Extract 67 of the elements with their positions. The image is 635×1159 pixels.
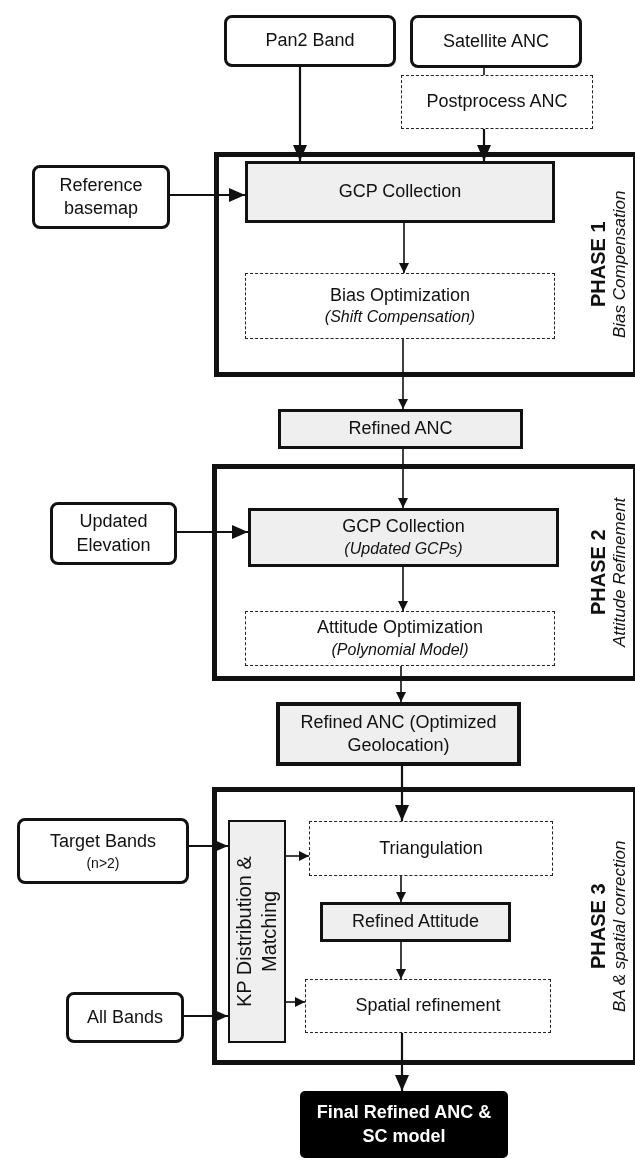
input-box — [32, 165, 170, 229]
process-box — [305, 979, 551, 1033]
node-sublabel: (Updated GCPs) — [344, 538, 463, 559]
node-label: Target Bands — [49, 830, 157, 854]
phase-subtitle: Attitude Refinement — [610, 497, 630, 648]
node-label: Refined ANC (Optimized Geolocation) — [299, 710, 498, 757]
arrow — [395, 766, 409, 821]
arrow — [293, 67, 307, 161]
process-box — [248, 508, 559, 567]
node-label: Bias Optimization — [329, 283, 471, 307]
node-label: GCP Collection — [338, 180, 462, 204]
node-label: Postprocess ANC — [426, 90, 568, 114]
input-box — [50, 502, 177, 565]
phase-title: PHASE 1 — [587, 221, 611, 308]
process-box — [320, 902, 511, 942]
arrow — [399, 222, 409, 274]
node-label: KP Distribution & Matching — [232, 855, 281, 1009]
node-label: Spatial refinement — [355, 994, 501, 1018]
node-label: Updated Elevation — [75, 510, 152, 557]
arrow — [189, 839, 228, 853]
arrow — [184, 1009, 228, 1023]
node-label: Pan2 Band — [265, 29, 355, 53]
phase-title: PHASE 3 — [587, 883, 611, 969]
arrow — [396, 875, 406, 903]
node-label: Attitude Optimization — [316, 616, 484, 640]
phase-panel — [212, 464, 635, 681]
output-box — [300, 1091, 508, 1158]
phase-panel — [212, 787, 635, 1065]
connector-line — [483, 67, 485, 76]
process-box — [401, 75, 593, 129]
arrow — [396, 665, 406, 703]
node-label: Final Refined ANC & SC model — [315, 1101, 493, 1148]
node-label: Refined Attitude — [351, 910, 480, 934]
arrow — [170, 188, 245, 202]
input-box — [66, 992, 184, 1043]
output-box — [276, 702, 521, 766]
arrow — [177, 525, 248, 539]
arrow — [398, 566, 408, 612]
input-box — [17, 818, 189, 884]
process-box — [245, 611, 555, 666]
process-box — [309, 821, 553, 876]
node-label: Triangulation — [379, 836, 483, 860]
phase-subtitle: Bias Compensation — [610, 190, 630, 339]
process-box — [278, 409, 523, 449]
input-box — [224, 15, 396, 67]
arrow — [285, 997, 306, 1007]
input-box — [410, 15, 582, 68]
phase-title: PHASE 2 — [587, 529, 611, 616]
arrow — [398, 338, 408, 410]
node-label: All Bands — [86, 1005, 163, 1029]
node-sublabel: (n>2) — [86, 853, 120, 872]
arrow — [398, 448, 408, 509]
node-label: Satellite ANC — [442, 29, 550, 53]
phase-subtitle: BA & spatial correction — [610, 840, 630, 1012]
phase-panel — [214, 152, 635, 377]
process-box — [228, 820, 286, 1043]
node-label: Reference basemap — [58, 173, 144, 220]
arrow — [396, 941, 406, 980]
process-box — [245, 273, 555, 339]
node-label: GCP Collection — [342, 515, 465, 539]
node-label: Refined ANC — [348, 417, 453, 441]
arrow — [395, 1033, 409, 1091]
arrow — [285, 851, 310, 861]
node-sublabel: (Shift Compensation) — [324, 307, 476, 328]
arrow — [477, 129, 491, 161]
process-box — [245, 161, 555, 223]
node-sublabel: (Polynomial Model) — [331, 639, 469, 660]
